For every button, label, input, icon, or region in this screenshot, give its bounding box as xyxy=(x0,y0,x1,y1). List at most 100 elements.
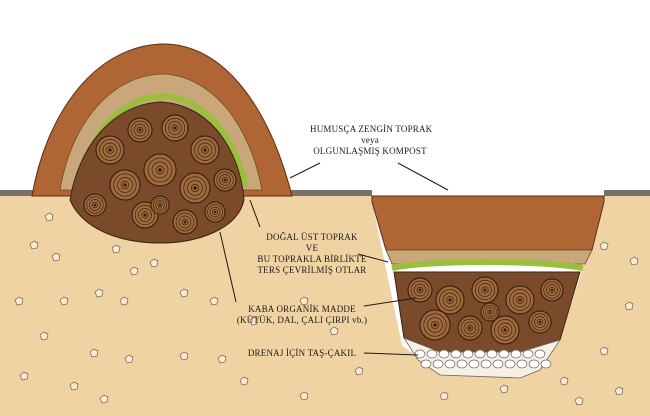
leader-topsoil-to-mound xyxy=(249,199,261,228)
label-humus-line3: OLGUNLAŞMIŞ KOMPOST xyxy=(313,146,427,156)
label-topsoil-line1: DOĞAL ÜST TOPRAK xyxy=(266,232,358,242)
ground-stone xyxy=(499,384,509,394)
ground-stone xyxy=(574,396,584,406)
gravel-stone xyxy=(510,349,522,359)
pit-log xyxy=(407,277,433,303)
ground-stone xyxy=(614,386,624,396)
mound-log xyxy=(143,153,177,187)
label-natural-topsoil: DOĞAL ÜST TOPRAK VE BU TOPRAKLA BİRLİKTE… xyxy=(248,232,376,276)
gravel-stone xyxy=(414,349,426,359)
gravel-stone xyxy=(456,359,468,369)
leader-organic-to-mound xyxy=(219,231,237,303)
leader-topsoil-to-pit xyxy=(357,253,389,263)
ground-stones xyxy=(14,212,639,406)
ground-stone xyxy=(599,346,609,356)
label-topsoil-line3: BU TOPRAKLA BİRLİKTE xyxy=(257,254,367,264)
gravel-stone xyxy=(516,359,528,369)
ground-stone xyxy=(124,354,134,364)
label-topsoil-line2: VE xyxy=(305,243,319,253)
gravel-stones xyxy=(414,349,552,369)
leader-drainage-to-pit xyxy=(363,352,419,356)
ground-stone xyxy=(111,244,121,254)
ground-stone xyxy=(599,241,609,251)
ground-stone xyxy=(29,240,39,250)
label-topsoil-line4: TERS ÇEVRİLMİŞ OTLAR xyxy=(257,265,367,275)
gravel-stone xyxy=(438,349,450,359)
ground-stone xyxy=(439,391,449,401)
mound-log xyxy=(172,209,198,235)
pit-logs xyxy=(407,276,564,345)
mound-log xyxy=(109,169,141,201)
label-humus-rich-soil: HUMUSÇA ZENGİN TOPRAK veya OLGUNLAŞMIŞ K… xyxy=(310,124,433,157)
ground-stone xyxy=(559,376,569,386)
ground-stone xyxy=(59,296,69,306)
gravel-stone xyxy=(480,359,492,369)
gravel-stone xyxy=(432,359,444,369)
right-pit xyxy=(371,195,605,379)
pit-log xyxy=(471,276,499,304)
ground-stone xyxy=(51,252,61,262)
label-organic-line1: KABA ORGANİK MADDE xyxy=(248,304,356,314)
mound-log xyxy=(161,114,189,142)
gravel-stone xyxy=(540,359,552,369)
mound-log xyxy=(190,135,220,165)
pit-log xyxy=(505,285,535,315)
ground-stone xyxy=(179,351,189,361)
ground-stone xyxy=(299,391,309,401)
ground-surface-middle xyxy=(285,190,372,196)
ground-stone xyxy=(239,376,249,386)
ground-stone xyxy=(299,296,309,306)
mound-log xyxy=(150,195,170,215)
label-humus-line2: veya xyxy=(361,135,379,145)
gravel-stone xyxy=(492,359,504,369)
mound-log xyxy=(204,201,226,223)
label-coarse-organic-matter: KABA ORGANİK MADDE (KÜTÜK, DAL, ÇALI ÇIR… xyxy=(232,304,372,326)
leader-lines xyxy=(219,162,449,356)
pit-log xyxy=(490,315,520,345)
ground-stone xyxy=(69,381,79,391)
label-drainage-gravel: DRENAJ İÇİN TAŞ-ÇAKIL xyxy=(240,348,364,359)
gravel-stone xyxy=(420,359,432,369)
left-mound xyxy=(31,43,293,244)
gravel-stone xyxy=(534,349,546,359)
gravel-stone xyxy=(486,349,498,359)
pit-log xyxy=(540,278,564,302)
label-organic-line2: (KÜTÜK, DAL, ÇALI ÇIRPI vb.) xyxy=(236,315,368,325)
ground-surface-right xyxy=(604,190,650,196)
label-humus-line1: HUMUSÇA ZENGİN TOPRAK xyxy=(310,124,433,134)
pit-humus-layer xyxy=(371,195,605,251)
mound-log xyxy=(95,135,125,165)
pit-log xyxy=(457,315,483,341)
gravel-stone xyxy=(504,359,516,369)
leader-humus-to-pit xyxy=(397,162,449,191)
pit-grass-layer xyxy=(391,259,584,271)
ground-stone xyxy=(44,212,54,222)
gravel-stone xyxy=(528,359,540,369)
pit-log xyxy=(480,302,500,322)
gravel-stone xyxy=(468,359,480,369)
mound-log xyxy=(179,172,211,204)
gravel-stone xyxy=(462,349,474,359)
gravel-stone xyxy=(450,349,462,359)
mound-log xyxy=(127,117,153,143)
pit-log xyxy=(435,285,465,315)
ground-stone xyxy=(209,296,219,306)
ground-stone xyxy=(129,266,139,276)
ground-stone xyxy=(179,288,189,298)
gravel-stone xyxy=(522,349,534,359)
ground-stone xyxy=(249,316,259,326)
ground-stone xyxy=(14,296,24,306)
label-drainage: DRENAJ İÇİN TAŞ-ÇAKIL xyxy=(247,348,357,358)
pit-log xyxy=(528,310,552,334)
ground-stone xyxy=(354,366,364,376)
ground-stone xyxy=(119,296,129,306)
ground-stone xyxy=(19,371,29,381)
gravel-stone xyxy=(474,349,486,359)
ground-stone xyxy=(99,394,109,404)
ground-stone xyxy=(149,258,159,268)
ground xyxy=(0,196,650,416)
gravel-stone xyxy=(444,359,456,369)
ground-stone xyxy=(89,348,99,358)
